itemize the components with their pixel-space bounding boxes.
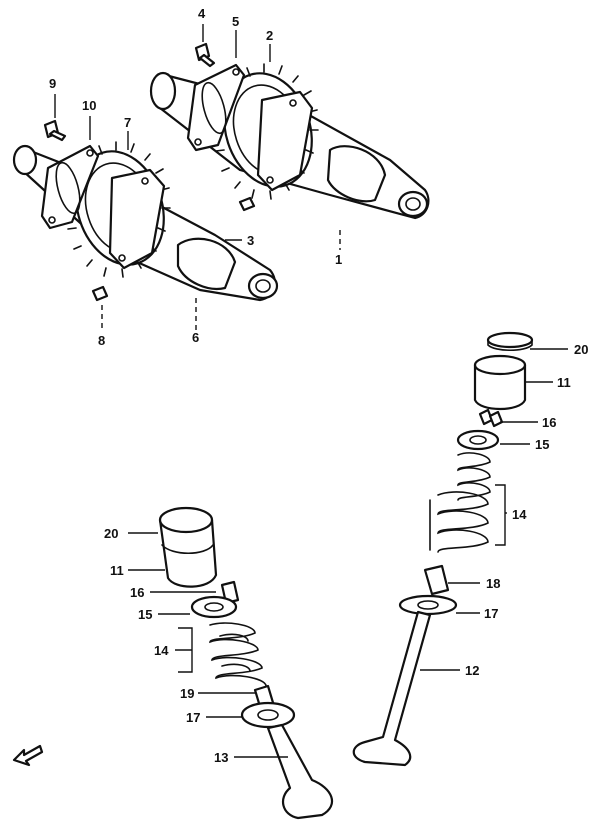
- valve-assembly-left: [158, 506, 334, 820]
- callout-17-left: 17: [186, 710, 200, 725]
- callout-11-right: 11: [557, 375, 571, 390]
- callout-11-left: 11: [110, 563, 124, 578]
- callout-14-left: 14: [154, 643, 169, 658]
- callout-16-right: 16: [542, 415, 556, 430]
- callout-14-right: 14: [512, 507, 527, 522]
- leader-lines: [54, 24, 568, 758]
- callout-19: 19: [180, 686, 194, 701]
- callout-15-right: 15: [535, 437, 549, 452]
- callout-4: 4: [198, 6, 206, 21]
- callout-18: 18: [486, 576, 500, 591]
- camshaft-exhaust: [149, 63, 430, 220]
- callout-6: 6: [192, 330, 199, 345]
- callout-labels: 4 5 2 9 10 7 3 1 8 6 20 11 16 15 14 18 1…: [49, 6, 588, 765]
- valve-assembly-right: [352, 331, 534, 767]
- callout-13: 13: [214, 750, 228, 765]
- callout-7: 7: [124, 115, 131, 130]
- callout-20-right: 20: [574, 342, 588, 357]
- camshaft-intake: [12, 141, 279, 302]
- callout-10: 10: [82, 98, 96, 113]
- callout-2: 2: [266, 28, 273, 43]
- dowel-pin-upper: [238, 196, 256, 212]
- front-arrow-icon: [12, 744, 44, 767]
- callout-9: 9: [49, 76, 56, 91]
- callout-8: 8: [98, 333, 105, 348]
- callout-1: 1: [335, 252, 342, 267]
- bolt-4: [194, 42, 216, 68]
- callout-17-right: 17: [484, 606, 498, 621]
- callout-5: 5: [232, 14, 239, 29]
- callout-3: 3: [247, 233, 254, 248]
- callout-20-left: 20: [104, 526, 118, 541]
- callout-12: 12: [465, 663, 479, 678]
- callout-16-left: 16: [130, 585, 144, 600]
- dowel-pin-8: [91, 285, 109, 302]
- callout-15-left: 15: [138, 607, 152, 622]
- bolt-9: [43, 119, 67, 142]
